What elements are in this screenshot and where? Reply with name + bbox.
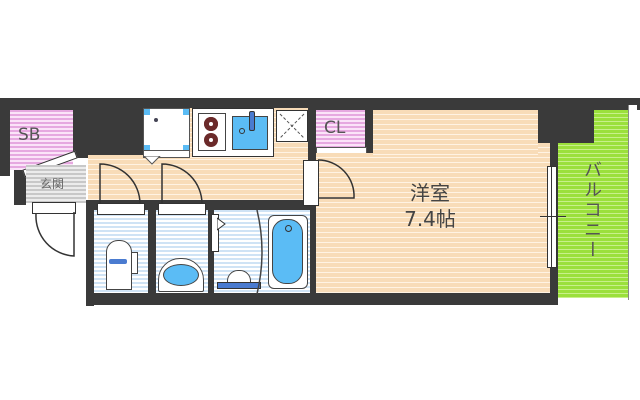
room-western-upper-right [538,143,550,155]
western-left-wall [308,158,316,305]
wall-left-wet [86,200,94,306]
outer-wall-top [0,98,640,110]
sink [232,111,268,150]
room-western-top [373,110,538,155]
outer-wall-bottom [86,293,558,305]
room-name: 洋室 [410,181,450,205]
bathtub-icon[interactable] [268,215,308,289]
toilet-door-swing[interactable] [98,162,146,206]
corridor-kitchen [88,155,308,202]
washer-space [276,110,308,142]
refrigerator-space [143,108,190,152]
toilet-door-frame [97,203,145,215]
outer-wall-left-sb [0,98,10,176]
bath-curtain-icon [256,210,263,294]
washroom-door-frame [158,203,206,215]
room-entrance: 玄関 [26,165,86,203]
fridge-shelf [143,150,190,158]
room-size: 7.4帖 [404,207,456,231]
closet-label: CL [324,118,346,138]
toilet-icon [106,240,132,290]
front-door-frame [32,202,76,214]
wall-toilet-wash [148,200,156,305]
room-closet: CL [316,110,365,147]
closet-right-wall [365,108,373,153]
bath-door[interactable] [211,214,219,252]
balcony-rail [628,105,637,300]
window-crossline [540,216,566,217]
room-western [316,153,550,293]
front-door-swing[interactable] [34,210,78,260]
kitchen-right-wall [308,98,316,158]
toilet-tank [131,252,138,274]
washroom-door-swing[interactable] [160,162,208,206]
fridge-marker-icon [143,156,161,165]
washer-x-icon [279,113,305,139]
western-door-frame [303,160,319,206]
wall-wash-bath [208,200,214,305]
stove [198,113,226,151]
washbasin-icon [158,258,204,292]
western-room-label: 洋室 7.4帖 [380,180,480,232]
sb-label: SB [18,125,41,145]
balcony-label: バルコニー [581,160,602,260]
faucet-icon [249,111,255,131]
western-door-swing[interactable] [316,158,356,206]
balcony-inner-block [558,110,594,143]
entrance-label: 玄関 [40,177,65,191]
outer-wall-left-entry [14,170,26,205]
balcony-sliding-window[interactable] [547,166,557,268]
washer-pan-icon [217,270,261,289]
wall-block-top [73,98,143,158]
bath-door-marker-icon [217,217,226,231]
